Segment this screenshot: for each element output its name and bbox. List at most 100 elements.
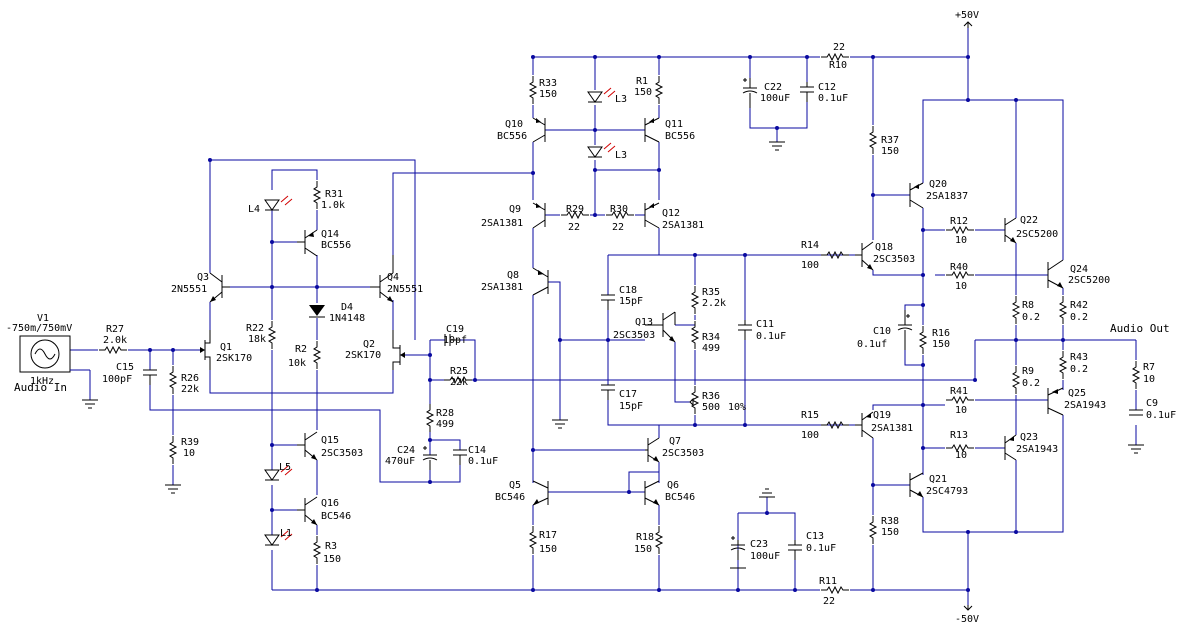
r7-ref: R7 bbox=[1143, 362, 1155, 373]
c15-value: 100pF bbox=[102, 374, 132, 385]
q13-ref: Q13 bbox=[635, 317, 653, 328]
r14-ref: R14 bbox=[801, 240, 819, 251]
r9-ref: R9 bbox=[1022, 366, 1034, 377]
r41-value: 10 bbox=[955, 405, 967, 416]
r28-value: 499 bbox=[436, 419, 454, 430]
r7-value: 10 bbox=[1143, 374, 1155, 385]
q25-part: 2SA1943 bbox=[1064, 400, 1106, 411]
ground-symbol bbox=[82, 141, 1144, 569]
r26-ref: R26 bbox=[181, 373, 199, 384]
c22-ref: C22 bbox=[764, 82, 782, 93]
r2-value: 10k bbox=[288, 358, 306, 369]
q4-ref: Q4 bbox=[387, 272, 399, 283]
c17-value: 15pF bbox=[619, 401, 643, 412]
r25-value: 22k bbox=[450, 377, 468, 388]
r33-value: 150 bbox=[539, 89, 557, 100]
q16-ref: Q16 bbox=[321, 498, 339, 509]
r18-ref: R18 bbox=[636, 532, 654, 543]
q5-ref: Q5 bbox=[509, 480, 521, 491]
r40-ref: R40 bbox=[950, 262, 968, 273]
q10-ref: Q10 bbox=[505, 119, 523, 130]
r29-value: 22 bbox=[568, 222, 580, 233]
q1-part: 2SK170 bbox=[216, 353, 252, 364]
r33-ref: R33 bbox=[539, 78, 557, 89]
c12-ref: C12 bbox=[818, 82, 836, 93]
r37-value: 150 bbox=[881, 146, 899, 157]
r28-ref: R28 bbox=[436, 408, 454, 419]
q8-part: 2SA1381 bbox=[481, 282, 523, 293]
q3-part: 2N5551 bbox=[171, 284, 207, 295]
r13-value: 10 bbox=[955, 450, 967, 461]
c23-value: 100uF bbox=[750, 551, 780, 562]
q23-ref: Q23 bbox=[1020, 432, 1038, 443]
r3-ref: R3 bbox=[325, 541, 337, 552]
r27-value: 2.0k bbox=[103, 335, 127, 346]
r18-value: 150 bbox=[634, 544, 652, 555]
q7-ref: Q7 bbox=[669, 436, 681, 447]
q2-part: 2SK170 bbox=[345, 350, 381, 361]
c10-ref: C10 bbox=[873, 326, 891, 337]
r25-ref: R25 bbox=[450, 366, 468, 377]
q1-ref: Q1 bbox=[220, 342, 232, 353]
q22-part: 2SC5200 bbox=[1016, 229, 1058, 240]
q4-part: 2N5551 bbox=[387, 284, 423, 295]
r38-value: 150 bbox=[881, 527, 899, 538]
l1-ref: L1 bbox=[280, 528, 292, 539]
q24-part: 2SC5200 bbox=[1068, 275, 1110, 286]
q21-part: 2SC4793 bbox=[926, 486, 968, 497]
q15-ref: Q15 bbox=[321, 435, 339, 446]
q25-ref: Q25 bbox=[1068, 388, 1086, 399]
c9-value: 0.1uF bbox=[1146, 410, 1176, 421]
d4-ref: D4 bbox=[341, 302, 353, 313]
c9-ref: C9 bbox=[1146, 398, 1158, 409]
q19-part: 2SA1381 bbox=[871, 423, 913, 434]
resistor-bodies bbox=[98, 53, 1140, 594]
r8-value: 0.2 bbox=[1022, 312, 1040, 323]
junction-dots bbox=[148, 55, 1065, 592]
r37-ref: R37 bbox=[881, 135, 899, 146]
v1-ac-source bbox=[19, 335, 90, 373]
r31-ref: R31 bbox=[325, 189, 343, 200]
r27-ref: R27 bbox=[106, 324, 124, 335]
r13-ref: R13 bbox=[950, 430, 968, 441]
q12-part: 2SA1381 bbox=[662, 220, 704, 231]
q15-part: 2SC3503 bbox=[321, 448, 363, 459]
r17-value: 150 bbox=[539, 544, 557, 555]
c22-value: 100uF bbox=[760, 93, 790, 104]
q21-ref: Q21 bbox=[929, 474, 947, 485]
q9-part: 2SA1381 bbox=[481, 218, 523, 229]
c11-ref: C11 bbox=[756, 319, 774, 330]
q14-ref: Q14 bbox=[321, 229, 339, 240]
r35-value: 2.2k bbox=[702, 298, 726, 309]
r8-ref: R8 bbox=[1022, 300, 1034, 311]
q19-ref: Q19 bbox=[873, 410, 891, 421]
r29-ref: R29 bbox=[566, 204, 584, 215]
capacitor-bodies bbox=[143, 78, 1143, 560]
r2-ref: R2 bbox=[295, 344, 307, 355]
r14-value: 100 bbox=[801, 260, 819, 271]
r15-value: 100 bbox=[801, 430, 819, 441]
r3-value: 150 bbox=[323, 554, 341, 565]
r11-value: 22 bbox=[823, 596, 835, 607]
q20-part: 2SA1837 bbox=[926, 191, 968, 202]
positive-rail-label: +50V bbox=[955, 10, 979, 21]
q14-part: BC556 bbox=[321, 240, 351, 251]
leds bbox=[264, 87, 616, 546]
r1-ref: R1 bbox=[636, 76, 648, 87]
r34-value: 499 bbox=[702, 343, 720, 354]
q13-part: 2SC3503 bbox=[613, 330, 655, 341]
r11-ref: R11 bbox=[819, 576, 837, 587]
q3-ref: Q3 bbox=[197, 272, 209, 283]
l4-ref: L4 bbox=[248, 204, 260, 215]
r42-value: 0.2 bbox=[1070, 312, 1088, 323]
source-labels: V1 -750m/750mV 1kHz Audio In Audio Out bbox=[6, 313, 1170, 394]
r17-ref: R17 bbox=[539, 530, 557, 541]
r42-ref: R42 bbox=[1070, 300, 1088, 311]
q23-part: 2SA1943 bbox=[1016, 444, 1058, 455]
transistor-bodies bbox=[200, 117, 1064, 526]
audio-out-label: Audio Out bbox=[1110, 322, 1170, 335]
q5-part: BC546 bbox=[495, 492, 525, 503]
c13-ref: C13 bbox=[806, 531, 824, 542]
c18-value: 15pF bbox=[619, 296, 643, 307]
